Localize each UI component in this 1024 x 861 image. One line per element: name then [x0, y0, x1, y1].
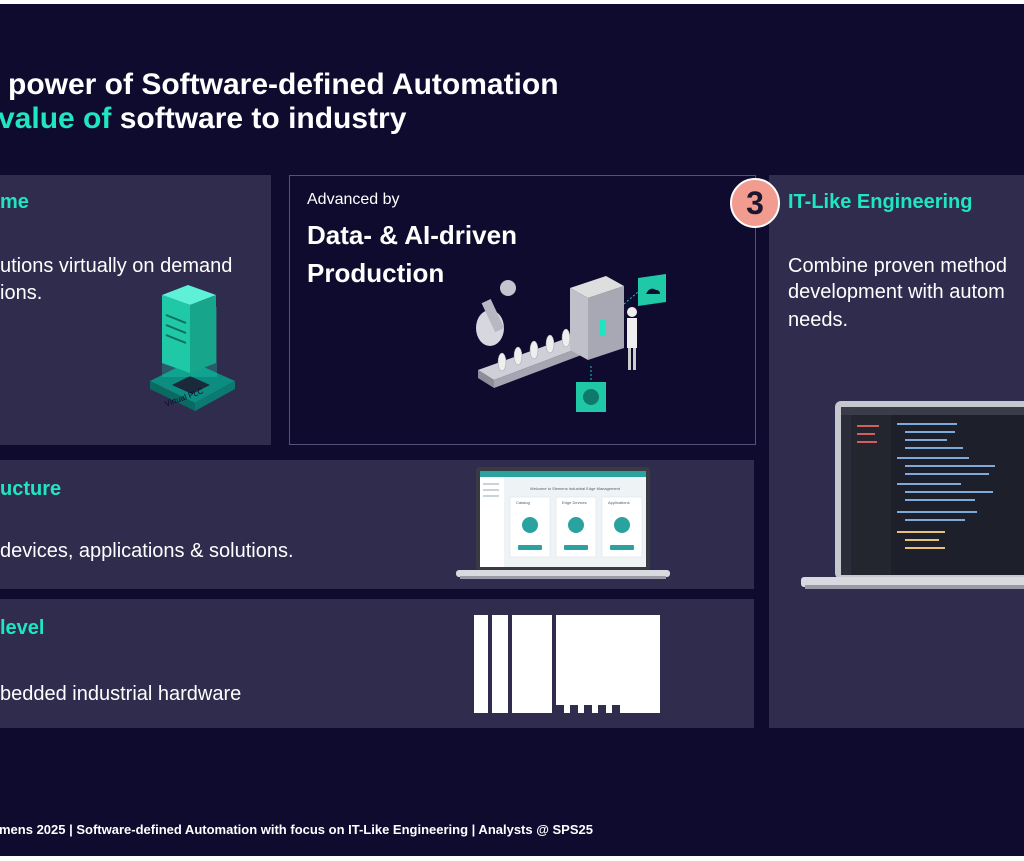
slide-title-accent: value of	[0, 102, 112, 135]
panel-infrastructure-title: ucture	[0, 478, 62, 500]
panel-virtual-plc: me utions virtually on demand ions. Virt…	[0, 175, 271, 445]
panel-ai-production: Advanced by Data- & AI-driven Production	[289, 175, 756, 445]
robot-production-illustration	[476, 274, 666, 412]
slide: power of Software-defined Automation val…	[0, 4, 1024, 856]
virtual-plc-illustration	[150, 285, 235, 411]
panel-infrastructure-text: devices, applications & solutions.	[0, 540, 294, 562]
panel-virtual-plc-text-2: ions.	[0, 282, 43, 304]
edge-card-applications: Applications	[608, 500, 630, 505]
slide-title-line1: power of Software-defined Automation	[8, 68, 559, 101]
panel-it-like-text-1: Combine proven method	[788, 255, 1008, 277]
ide-laptop-illustration	[801, 401, 1024, 589]
panel-virtual-plc-title: me	[0, 191, 29, 213]
panel-virtual-plc-text-1: utions virtually on demand	[0, 255, 233, 277]
panel-it-like-text-2: development with autom	[788, 281, 1005, 303]
edge-card-catalog: Catalog	[516, 500, 530, 505]
ai-production-heading-2: Production	[307, 258, 445, 288]
panel-it-like-text-3: needs.	[788, 309, 849, 331]
panel-hardware-title: level	[0, 617, 45, 639]
edge-card-devices: Edge Devices	[562, 500, 587, 505]
panel-hardware-text: bedded industrial hardware	[0, 683, 242, 705]
slide-title-line2: value of software to industry	[0, 102, 406, 136]
industrial-hardware-icon	[474, 615, 660, 713]
edge-management-laptop	[456, 467, 670, 579]
step-number-badge: 3	[730, 178, 780, 228]
edge-laptop-header: Welcome to Siemens Industrial Edge Manag…	[530, 486, 620, 491]
slide-title-rest: software to industry	[111, 102, 407, 135]
panel-hardware-level: level bedded industrial hardware	[0, 599, 754, 728]
advanced-by-label: Advanced by	[307, 191, 400, 208]
slide-footer: mens 2025 | Software-defined Automation …	[0, 822, 593, 837]
panel-it-like-engineering: IT-Like Engineering Combine proven metho…	[769, 175, 1024, 728]
ai-production-heading-1: Data- & AI-driven	[307, 220, 517, 250]
panel-infrastructure: ucture devices, applications & solutions…	[0, 460, 754, 589]
panel-it-like-title: IT-Like Engineering	[788, 191, 973, 213]
